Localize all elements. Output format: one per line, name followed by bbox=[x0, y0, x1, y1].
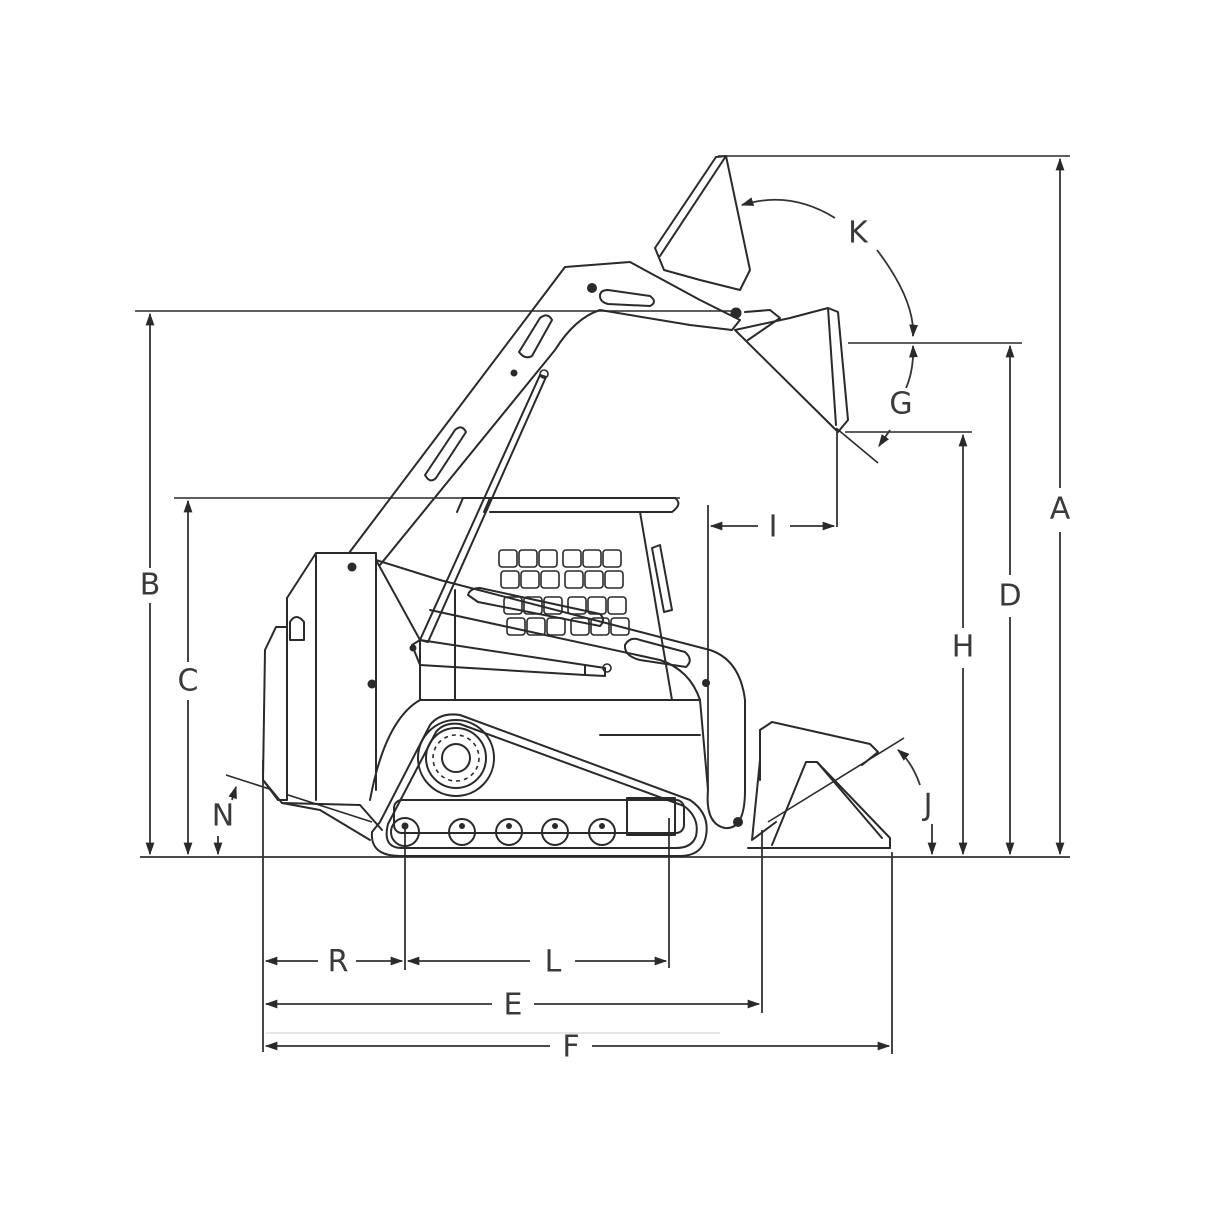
label-F: F bbox=[562, 1030, 579, 1065]
angle-G: G bbox=[835, 344, 918, 464]
bucket-raised-curled bbox=[654, 155, 751, 291]
dimension-B: B bbox=[135, 310, 740, 856]
dimension-R: R bbox=[264, 945, 404, 980]
operator-cab bbox=[469, 497, 680, 701]
label-A: A bbox=[1050, 492, 1071, 527]
dimension-I: I bbox=[707, 432, 838, 790]
label-G: G bbox=[889, 387, 912, 422]
bucket-lowered bbox=[747, 721, 891, 849]
label-H: H bbox=[952, 630, 975, 665]
label-E: E bbox=[504, 988, 523, 1023]
angle-K: K bbox=[740, 197, 919, 338]
label-K: K bbox=[848, 216, 869, 251]
label-I: I bbox=[769, 510, 778, 545]
dimension-L: L bbox=[406, 945, 668, 980]
dimension-F: F bbox=[264, 1030, 891, 1065]
cab-window-grid bbox=[498, 549, 630, 636]
lift-arm-raised bbox=[348, 261, 741, 566]
label-C: C bbox=[178, 664, 199, 699]
label-L: L bbox=[545, 945, 562, 980]
lift-arm-lowered bbox=[375, 559, 746, 830]
bucket-raised-dumping bbox=[734, 307, 849, 433]
loader-machine bbox=[262, 155, 891, 857]
label-R: R bbox=[328, 945, 349, 980]
track-assembly bbox=[370, 713, 708, 857]
dimension-D: D bbox=[848, 342, 1022, 856]
angle-J: J bbox=[767, 737, 937, 856]
label-N: N bbox=[212, 799, 234, 834]
lift-cylinder bbox=[411, 639, 606, 677]
label-D: D bbox=[998, 579, 1021, 614]
label-J: J bbox=[922, 788, 933, 823]
dimension-extension-lines bbox=[262, 760, 893, 1054]
label-B: B bbox=[140, 568, 161, 603]
dimension-N: N bbox=[212, 774, 373, 856]
pivot-pins bbox=[347, 283, 743, 827]
dimension-E: E bbox=[264, 988, 761, 1023]
dimension-H: H bbox=[845, 431, 975, 856]
dimension-A: A bbox=[718, 155, 1071, 856]
rear-counterweight bbox=[262, 552, 377, 801]
rear-undercarriage bbox=[262, 779, 383, 841]
